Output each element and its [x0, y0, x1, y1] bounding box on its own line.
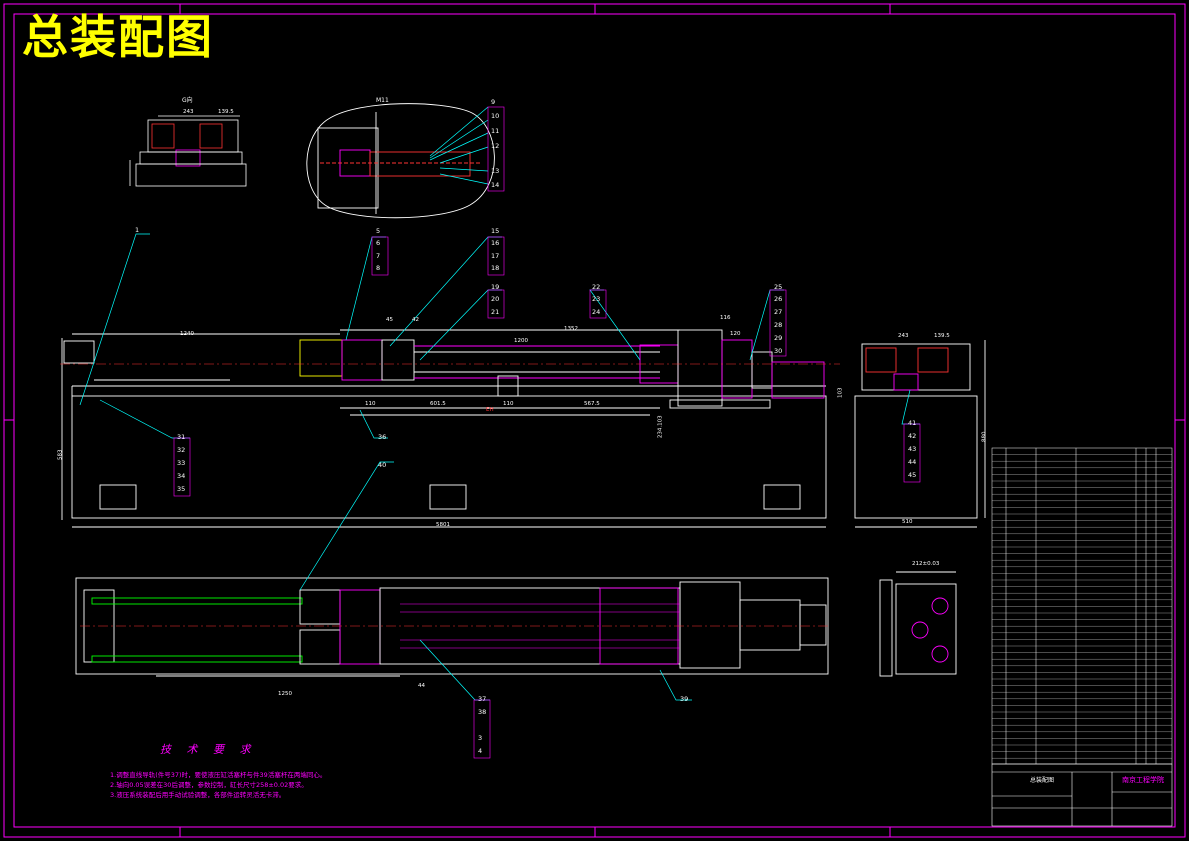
dim-label: 116: [720, 315, 731, 321]
m11-detail: [306, 103, 495, 219]
dim-label: 567.5: [584, 401, 600, 407]
dim-label: 212±0.03: [912, 561, 940, 567]
part-number: 20: [491, 295, 500, 303]
part-number: 21: [491, 308, 500, 316]
end-view: [879, 571, 957, 677]
dim-label: 5801: [436, 522, 450, 528]
part-number: 26: [774, 295, 783, 303]
dim-label: 139.5: [218, 109, 234, 115]
title-block: [991, 763, 1173, 827]
part-number: 3: [478, 734, 483, 742]
part-number: 17: [491, 252, 500, 260]
part-number: 33: [177, 459, 186, 467]
part-number: 16: [491, 239, 500, 247]
tech-requirement-item: 3.液压系统装配后用手动试验调整，各部件运转灵活无卡滞。: [110, 791, 286, 799]
part-number: 35: [177, 485, 186, 493]
part-number: 15: [491, 227, 500, 235]
part-number: 13: [491, 167, 500, 175]
part-number: 23: [592, 295, 601, 303]
part-number: 8: [376, 264, 381, 272]
dim-label: 243: [898, 333, 909, 339]
parts-list: [991, 447, 1173, 765]
dim-label: EH: [486, 407, 494, 413]
dim-label: 120: [730, 331, 741, 337]
dim-label: 510: [902, 519, 913, 525]
dim-label: 601.5: [430, 401, 446, 407]
g-view-drawing: [129, 115, 247, 187]
title-block-drawing-name: 总装配图: [1030, 777, 1055, 784]
part-number: 40: [378, 461, 387, 469]
part-number: 44: [908, 458, 917, 466]
tech-requirement-item: 1.调整直线导轨(件号37)时，要使液压缸活塞杆与件39活塞杆在两端同心。: [110, 771, 327, 779]
part-number: 19: [491, 283, 500, 291]
part-number: 7: [376, 252, 381, 260]
m11-view-label: M11: [376, 97, 389, 104]
dim-label: 234.103: [657, 415, 664, 439]
part-number: 1: [135, 226, 140, 234]
drawing-title: 总装配图: [22, 10, 214, 64]
part-number: 34: [177, 472, 186, 480]
part-number: 45: [908, 471, 917, 479]
part-number: 27: [774, 308, 783, 316]
dim-label: 1200: [514, 338, 528, 344]
part-number: 38: [478, 708, 487, 716]
plan-view: [75, 577, 829, 677]
dim-label: 243: [183, 109, 194, 115]
dim-label: 880: [981, 431, 988, 443]
part-number: 25: [774, 283, 783, 291]
part-number: 37: [478, 695, 487, 703]
dim-label: 139.5: [934, 333, 950, 339]
part-number: 14: [491, 181, 500, 189]
part-number: 28: [774, 321, 783, 329]
part-number: 22: [592, 283, 601, 291]
part-number: 18: [491, 264, 500, 272]
inner-frame: [13, 13, 1176, 828]
part-number: 32: [177, 446, 186, 454]
part-number: 10: [491, 112, 500, 120]
school-name: 南京工程学院: [1122, 776, 1164, 784]
part-number: 41: [908, 419, 917, 427]
dim-label: 110: [503, 401, 514, 407]
part-number: 36: [378, 433, 387, 441]
dim-label: 103: [837, 387, 844, 399]
part-number: 39: [680, 695, 689, 703]
tech-requirements-heading: 技 术 要 求: [160, 743, 257, 756]
part-number: 29: [774, 334, 783, 342]
part-number: 12: [491, 142, 500, 150]
part-number: 24: [592, 308, 601, 316]
part-number: 30: [774, 347, 783, 355]
g-view-label: G向: [182, 97, 193, 104]
dim-label: 1352: [564, 326, 578, 332]
part-number: 31: [177, 433, 186, 441]
part-number: 6: [376, 239, 381, 247]
part-number: 42: [908, 432, 917, 440]
dim-label: 44: [418, 683, 425, 689]
dim-label: 110: [365, 401, 376, 407]
dim-label: 1250: [278, 691, 292, 697]
part-number: 11: [491, 127, 500, 135]
part-number: 9: [491, 98, 496, 106]
main-elevation: [61, 329, 827, 528]
side-view: [854, 340, 986, 528]
dim-label: 45: [386, 317, 393, 323]
dim-label: 583: [57, 449, 64, 461]
tech-requirement-item: 2.轴向0.05误差在30后调整，参数控制，缸长尺寸258±0.02要求。: [110, 781, 308, 789]
part-number: 43: [908, 445, 917, 453]
dim-label: 1240: [180, 331, 194, 337]
part-number: 4: [478, 747, 483, 755]
part-number: 5: [376, 227, 381, 235]
dim-label: 42: [412, 317, 419, 323]
